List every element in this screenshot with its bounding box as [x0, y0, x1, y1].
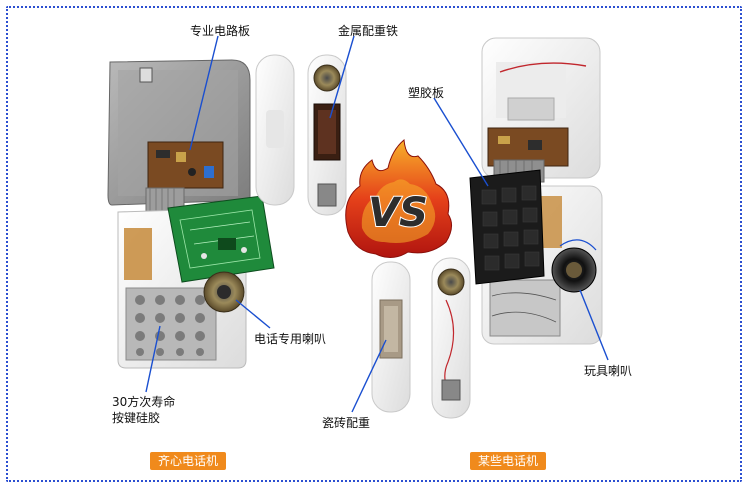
label-toy-speaker: 玩具喇叭	[584, 364, 633, 378]
left-green-pcb	[167, 195, 275, 283]
left-phone-speaker	[203, 271, 245, 313]
leader-toy-speaker	[579, 289, 609, 361]
label-pro-circuit-board: 专业电路板	[190, 24, 251, 38]
badge-right-brand: 某些电话机	[470, 452, 547, 470]
left-handset-1	[255, 54, 295, 206]
label-silicone-keys: 30方次寿命 按键硅胶	[112, 394, 175, 426]
right-handset-1	[371, 261, 411, 413]
right-toy-speaker	[551, 239, 597, 293]
dotted-border-frame	[6, 6, 742, 482]
badge-left-brand: 齐心电话机	[150, 452, 227, 470]
leader-metal-counterweight	[329, 35, 355, 119]
label-silicone-keys-line1: 30方次寿命	[112, 395, 176, 409]
vs-flame-emblem: VS	[345, 139, 452, 258]
leader-pro-circuit-board	[189, 35, 219, 151]
leader-ceramic-weight	[351, 339, 387, 413]
label-phone-speaker: 电话专用喇叭	[254, 332, 327, 346]
label-plastic-board: 塑胶板	[408, 86, 445, 100]
left-silicone-keypad	[125, 287, 217, 361]
leader-silicone-keys	[145, 325, 161, 393]
label-silicone-keys-line2: 按键硅胶	[112, 411, 161, 425]
left-phone-base-grey	[107, 59, 251, 206]
leader-phone-speaker	[235, 299, 271, 329]
leader-lines	[145, 35, 609, 413]
left-brown-pcb	[147, 141, 224, 189]
right-handset-2-open	[431, 257, 471, 419]
left-handset-2-open	[307, 54, 347, 216]
right-black-plastic-board	[469, 169, 545, 285]
label-ceramic-weight: 瓷砖配重	[322, 416, 371, 430]
leader-plastic-board	[433, 97, 489, 187]
vs-text: VS	[368, 190, 428, 236]
label-metal-counterweight: 金属配重铁	[338, 24, 399, 38]
